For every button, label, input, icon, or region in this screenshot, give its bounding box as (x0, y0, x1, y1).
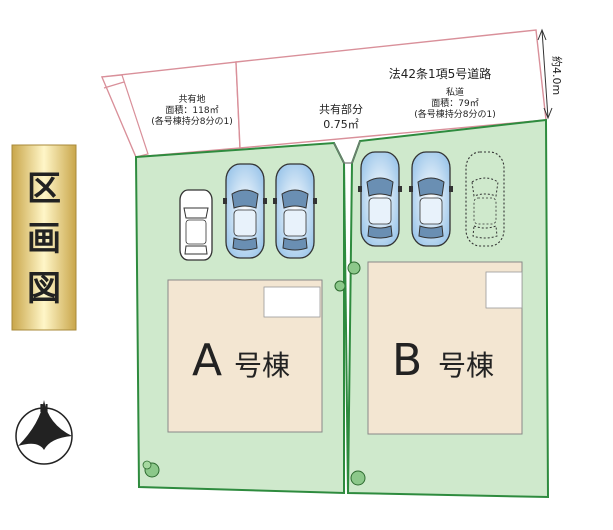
common-land-area-text: 面積：118㎡ (165, 104, 218, 116)
road-type: 私道 (446, 86, 464, 98)
common-land-share: (各号棟持分8分の1) (151, 115, 232, 127)
car-b-1 (357, 151, 403, 247)
private-road: 法42条1項5号道路 私道 面積：79㎡ (各号棟持分8分の1) 約4.0m (235, 28, 564, 149)
road-width: 約4.0m (550, 56, 564, 95)
lot-a: A 号棟 (134, 141, 345, 495)
title-plate: 区 画 図 (11, 144, 77, 331)
title-char-1: 区 (27, 169, 61, 209)
compass-north: N (39, 402, 48, 415)
lot-a-suffix: 号棟 (234, 349, 290, 382)
shared-part-label: 共有部分 (319, 102, 363, 116)
lot-divider (343, 162, 349, 494)
title-char-3: 図 (27, 269, 61, 309)
title-char-2: 画 (27, 219, 61, 259)
common-land-area: 共有地 面積：118㎡ (各号棟持分8分の1) (100, 61, 241, 158)
car-a-1 (222, 163, 268, 259)
road-share: (各号棟持分8分の1) (414, 108, 495, 120)
shared-part: 共有部分 0.75㎡ (319, 102, 363, 131)
shared-part-width: 0.75㎡ (323, 118, 359, 131)
lot-b: B 号棟 (334, 118, 550, 499)
north-arrow-icon: N (15, 400, 73, 465)
road-label: 法42条1項5号道路 (389, 66, 492, 81)
car-b-2 (408, 151, 454, 247)
lot-a-letter: A (192, 335, 222, 386)
car-small-a (179, 189, 213, 261)
common-land-label: 共有地 (178, 93, 205, 105)
lot-b-letter: B (392, 335, 422, 386)
shared-part-outline (333, 140, 361, 164)
lot-b-suffix: 号棟 (438, 349, 494, 382)
road-area: 面積：79㎡ (431, 97, 478, 109)
car-a-2 (272, 163, 318, 259)
